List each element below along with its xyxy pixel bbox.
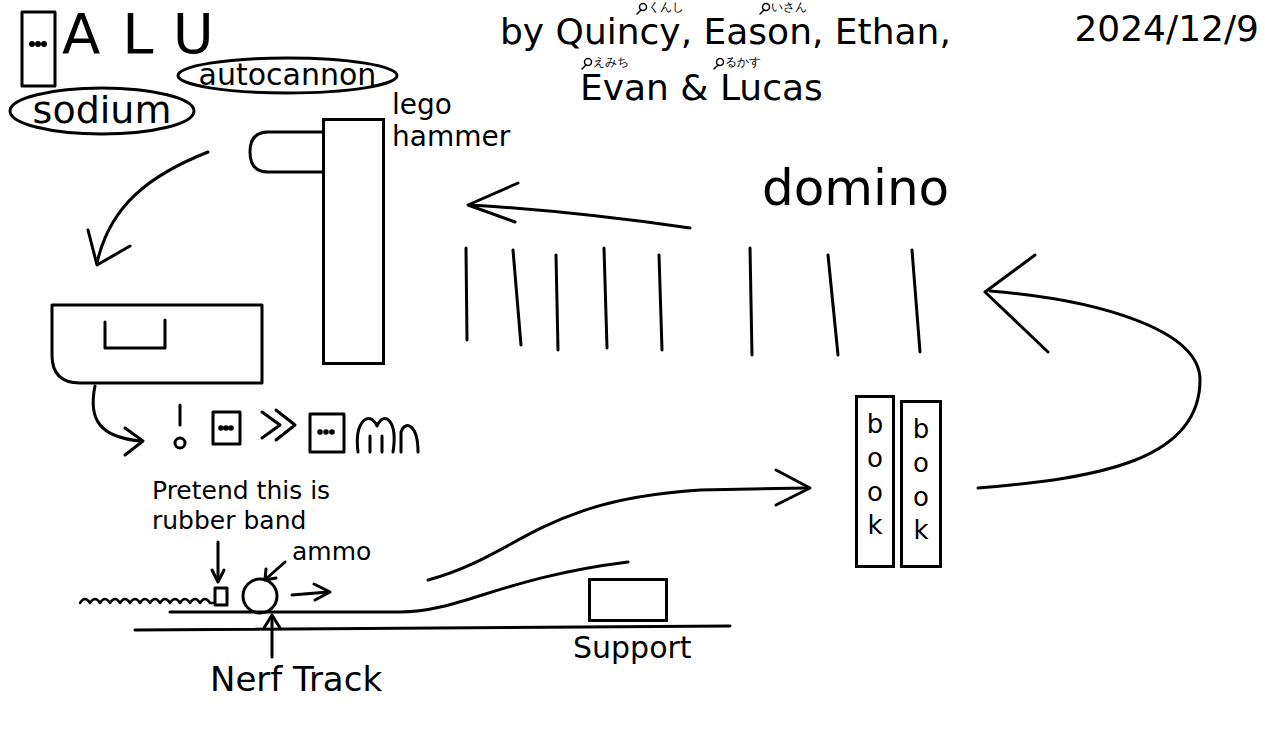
icon-dot: [31, 43, 34, 46]
ruby-reading: いさん: [771, 1, 807, 15]
hammer-head: [250, 132, 322, 172]
ruby-reading: くんし: [648, 1, 684, 15]
symbol-dot: [325, 431, 328, 434]
symbol-box: [310, 414, 344, 452]
rubber-band: [80, 599, 213, 603]
symbol: [262, 410, 295, 440]
band-holder: [215, 588, 227, 605]
book: book: [900, 400, 942, 568]
symbol-dot: [319, 431, 322, 434]
symbol-box: [213, 412, 240, 444]
sodium-oval: sodium: [8, 86, 196, 136]
part-name: domino: [762, 160, 949, 218]
arrow-head: [88, 230, 130, 265]
domino: [828, 255, 838, 355]
part-name: Nerf Track: [210, 660, 382, 699]
leader-arrow: [267, 562, 285, 578]
lego-hammer: lego hammer: [322, 118, 385, 365]
domino: [659, 255, 662, 350]
arrow-head: [125, 428, 143, 455]
arrow-head: [264, 615, 280, 628]
support-block: Support: [588, 578, 668, 622]
ammo-path: [428, 488, 806, 580]
container: [52, 305, 262, 383]
domino: [556, 255, 558, 350]
title-text: ALU: [62, 2, 236, 66]
dominoes: [466, 248, 920, 355]
symbol-dot: [331, 431, 334, 434]
oval-outline: [10, 88, 194, 134]
autocannon-oval-label: autocannon: [199, 58, 377, 93]
sodium-oval-label: sodium: [33, 89, 172, 133]
nerf-track: [170, 562, 628, 612]
autocannon-oval: autocannon: [176, 56, 399, 95]
icon-box: [22, 12, 55, 86]
oval-outline: [178, 58, 397, 93]
ammo-ball: [243, 579, 277, 613]
symbol-dot: [225, 427, 228, 430]
symbol: [175, 438, 185, 448]
flow-arrow: [97, 152, 208, 263]
container-slot: [105, 320, 165, 348]
symbol: [357, 418, 394, 452]
ground-line: [135, 626, 730, 630]
lego-hammer-label: lego hammer: [392, 89, 510, 153]
ruby-reading: えみち: [593, 56, 629, 70]
arrow-head: [212, 570, 224, 582]
domino: [604, 248, 607, 348]
flow-arrow: [978, 291, 1200, 488]
part-name: ammo: [292, 538, 371, 567]
domino: [466, 248, 467, 340]
arrow-head: [776, 470, 810, 505]
book: book: [855, 395, 895, 568]
leader-arrow: [217, 542, 220, 580]
arrow-head: [265, 569, 276, 580]
domino: [912, 250, 920, 352]
leader-arrow: [271, 617, 274, 657]
ruby-reading: るかす: [725, 56, 761, 70]
symbol-dot: [220, 427, 223, 430]
icon-dot: [37, 43, 40, 46]
title-block: ALU: [62, 2, 236, 66]
arrow-head: [314, 584, 330, 600]
arrow-head: [468, 183, 518, 222]
domino: [513, 250, 521, 345]
book-label: book: [862, 408, 888, 543]
domino: [750, 248, 752, 355]
symbol: [401, 426, 418, 452]
book-label: book: [908, 413, 934, 548]
note: Pretend this is rubber band: [152, 476, 367, 536]
icon-dot: [43, 43, 46, 46]
support-block-label: Support: [573, 631, 692, 666]
date: 2024/12/9: [1074, 8, 1259, 49]
symbol-dot: [230, 427, 233, 430]
symbol: [179, 405, 182, 425]
arrow-head: [985, 255, 1048, 352]
